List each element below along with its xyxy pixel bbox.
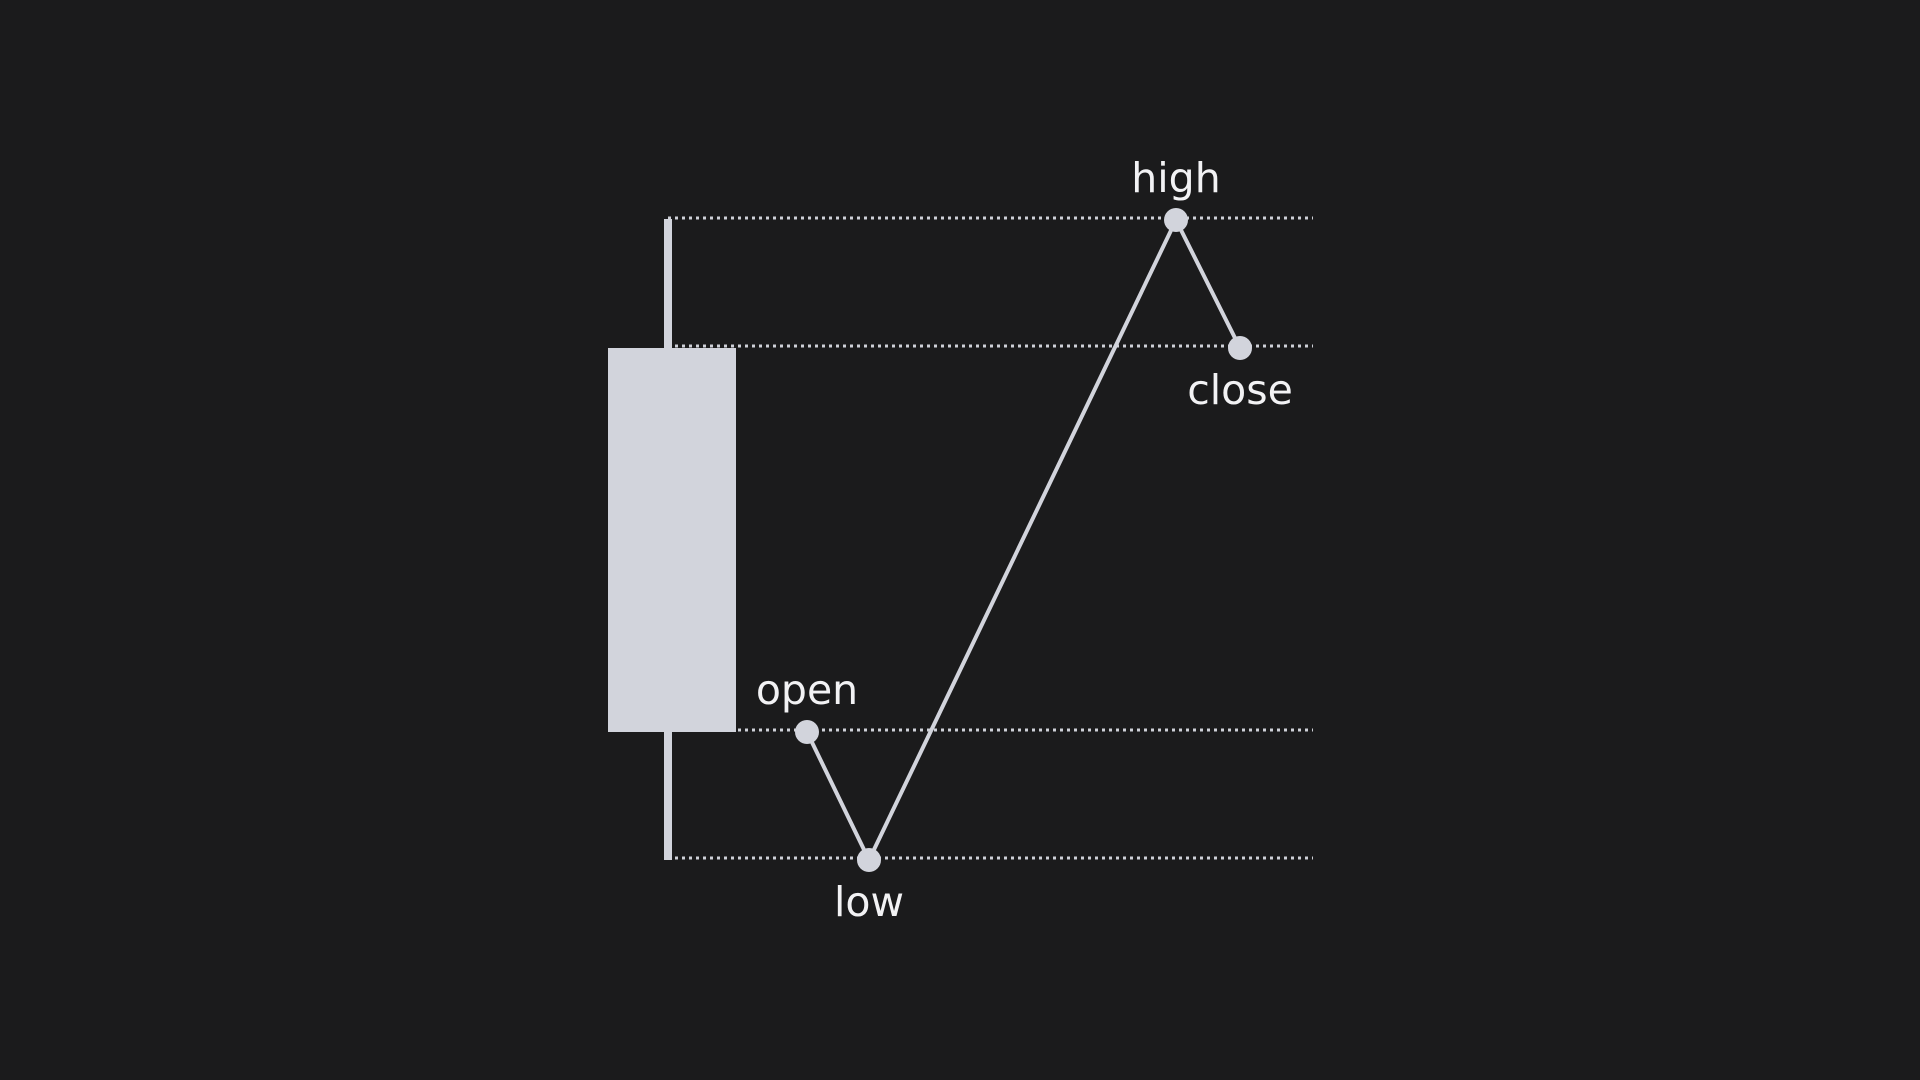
high-marker [1164, 208, 1188, 232]
candle-body [608, 348, 736, 732]
open-marker [795, 720, 819, 744]
price-level-guides [668, 216, 1313, 860]
close-marker [1228, 336, 1252, 360]
price-path-line [805, 215, 1242, 865]
open-label: open [756, 666, 858, 714]
price-path-markers [795, 208, 1252, 872]
high-label: high [1131, 154, 1220, 202]
candlestick [608, 219, 736, 860]
candle-lower-wick [664, 730, 672, 860]
low-label: low [834, 878, 904, 926]
low-marker [857, 848, 881, 872]
price-labels: open low high close [756, 154, 1293, 926]
candle-upper-wick [664, 219, 672, 348]
close-label: close [1187, 366, 1293, 414]
